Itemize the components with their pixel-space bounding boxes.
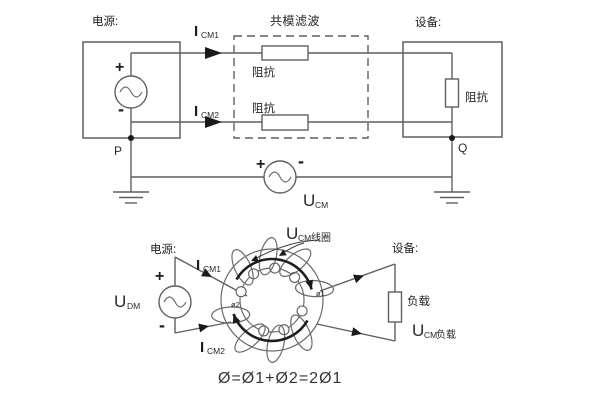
coil-leader-arrow2-icon: [251, 255, 259, 262]
sine-wave-icon: [119, 86, 143, 98]
impedance-top-label: 阻抗: [252, 65, 275, 79]
ucm-coil-suffix: 线圈: [311, 231, 331, 244]
ucm-load-suffix: 负载: [436, 328, 456, 341]
coil-leader-line2: [252, 239, 321, 261]
winding-bumps: [235, 262, 308, 337]
icm2-subscript-bottom: CM2: [207, 346, 225, 356]
udm-subscript: DM: [127, 301, 140, 311]
filter-dashed-box: [233, 35, 369, 139]
impedance-resistor-bottom: [261, 114, 309, 131]
udm-plus-sign: +: [155, 268, 164, 285]
ucm-label: U: [303, 191, 315, 210]
flux1-label: ø1: [316, 289, 325, 298]
impedance-bottom-label: 阻抗: [252, 101, 275, 115]
load-bottom-arrow-icon: [351, 327, 362, 337]
udm-minus-sign: -: [159, 315, 165, 335]
device-impedance-label: 阻抗: [465, 90, 488, 104]
top-device-label: 设备:: [415, 15, 441, 29]
ground-right-icon: [434, 191, 470, 204]
node-q-dot: [449, 135, 455, 141]
bottom-choke-diagram: 电源: + - U DM I CM1 I CM2: [114, 224, 456, 387]
ucm-coil-label: U: [286, 224, 298, 243]
source-minus-sign: -: [118, 99, 124, 119]
icm1-subscript: CM1: [201, 30, 219, 40]
icm1-arrow-icon: [205, 47, 222, 59]
bottom-source-label: 电源:: [150, 242, 176, 256]
ground-left-icon: [113, 191, 149, 204]
flux-arrow-phi2-icon: [232, 314, 241, 324]
icm1-label-bottom: I: [196, 257, 200, 274]
udm-sine-wave-icon: [163, 296, 187, 308]
ucm-subscript: CM: [315, 200, 328, 210]
top-source-label: 电源:: [92, 14, 118, 28]
icm1-label: I: [194, 23, 198, 40]
icm2-arrow-icon-bottom: [198, 323, 209, 333]
node-p-label: P: [114, 144, 122, 158]
icm2-subscript: CM2: [201, 110, 219, 120]
node-p-dot: [128, 135, 134, 141]
flux2-label: ø2: [231, 300, 240, 309]
top-circuit: 电源: 共模滤波 设备: + - I CM1 I CM2 阻抗 阻抗 阻: [82, 14, 503, 210]
icm2-label: I: [194, 103, 198, 120]
icm1-subscript-bottom: CM1: [203, 264, 221, 274]
flux-arrow-phi1-icon: [305, 279, 314, 290]
ucm-sine-wave-icon: [268, 171, 292, 183]
node-q-label: Q: [458, 141, 467, 155]
winding-loops: [211, 236, 335, 364]
toroid-outer-ring: [220, 248, 324, 352]
ucm-load-label: U: [412, 321, 424, 340]
load-top-arrow-icon: [353, 274, 364, 284]
toroid-core: ø1 ø2: [211, 236, 335, 364]
icm2-arrow-icon: [205, 116, 222, 128]
coil-leader-arrow1-icon: [279, 249, 287, 256]
bottom-device-label: 设备:: [392, 241, 418, 255]
ucm-load-subscript: CM: [424, 330, 437, 340]
udm-label: U: [114, 292, 126, 311]
flux-arc-phi2: [232, 313, 309, 343]
icm1-arrow-icon-bottom: [201, 268, 212, 277]
top-filter-label: 共模滤波: [270, 14, 320, 28]
flux-formula: Ø=Ø1+Ø2=2Ø1: [218, 370, 342, 387]
ucm-coil-subscript: CM: [298, 233, 311, 243]
ucm-minus-sign: -: [298, 151, 304, 171]
impedance-resistor-top: [261, 45, 309, 61]
flux-arc-phi1: [235, 257, 313, 290]
icm2-label-bottom: I: [200, 339, 204, 356]
device-impedance-resistor: [444, 78, 460, 108]
load-resistor: [387, 291, 403, 323]
source-plus-sign: +: [115, 59, 124, 76]
ucm-plus-sign: +: [256, 156, 265, 173]
load-label: 负载: [407, 294, 430, 308]
